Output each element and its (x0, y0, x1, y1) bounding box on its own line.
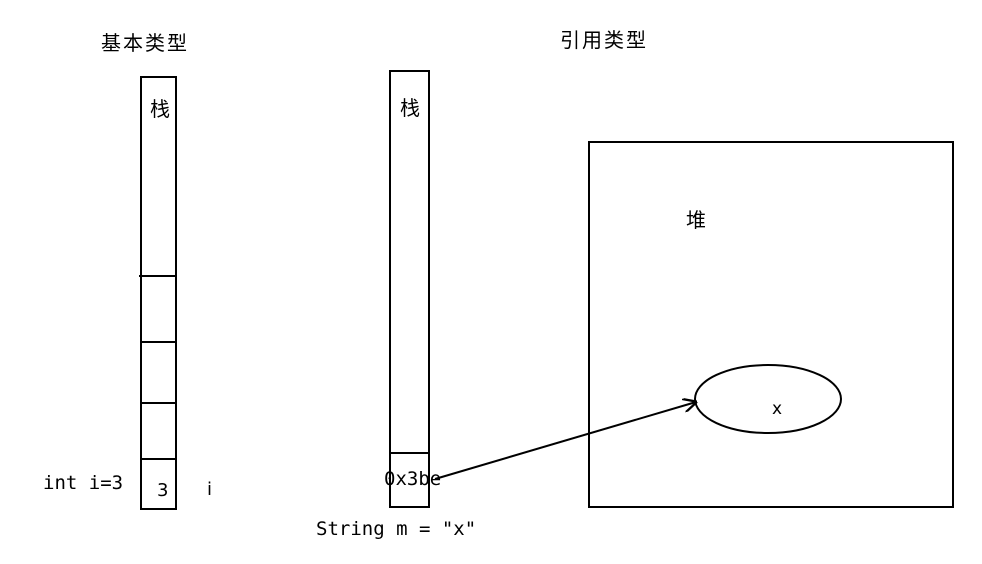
primitive-cell-value: 3 (157, 480, 169, 501)
heap (588, 141, 954, 508)
heap-object (694, 364, 842, 434)
reference-arrow (434, 402, 696, 480)
reference-title: 引用类型 (560, 28, 648, 52)
heap-frame (588, 141, 954, 508)
primitive-stack (139, 76, 177, 510)
reference-stack-label: 栈 (400, 96, 420, 120)
primitive-title: 基本类型 (101, 31, 189, 55)
primitive-stack-label: 栈 (150, 97, 170, 121)
heap-label: 堆 (686, 208, 706, 232)
reference-declaration: String m = "x" (316, 518, 477, 540)
primitive-var-name: i (207, 479, 213, 500)
primitive-declaration: int i=3 (43, 472, 124, 494)
reference-stack-frame (389, 70, 430, 508)
primitive-stack-frame (140, 76, 177, 510)
heap-object-value: x (772, 399, 783, 419)
reference-cell-value: 0x3be (384, 468, 442, 490)
reference-stack (389, 70, 430, 508)
